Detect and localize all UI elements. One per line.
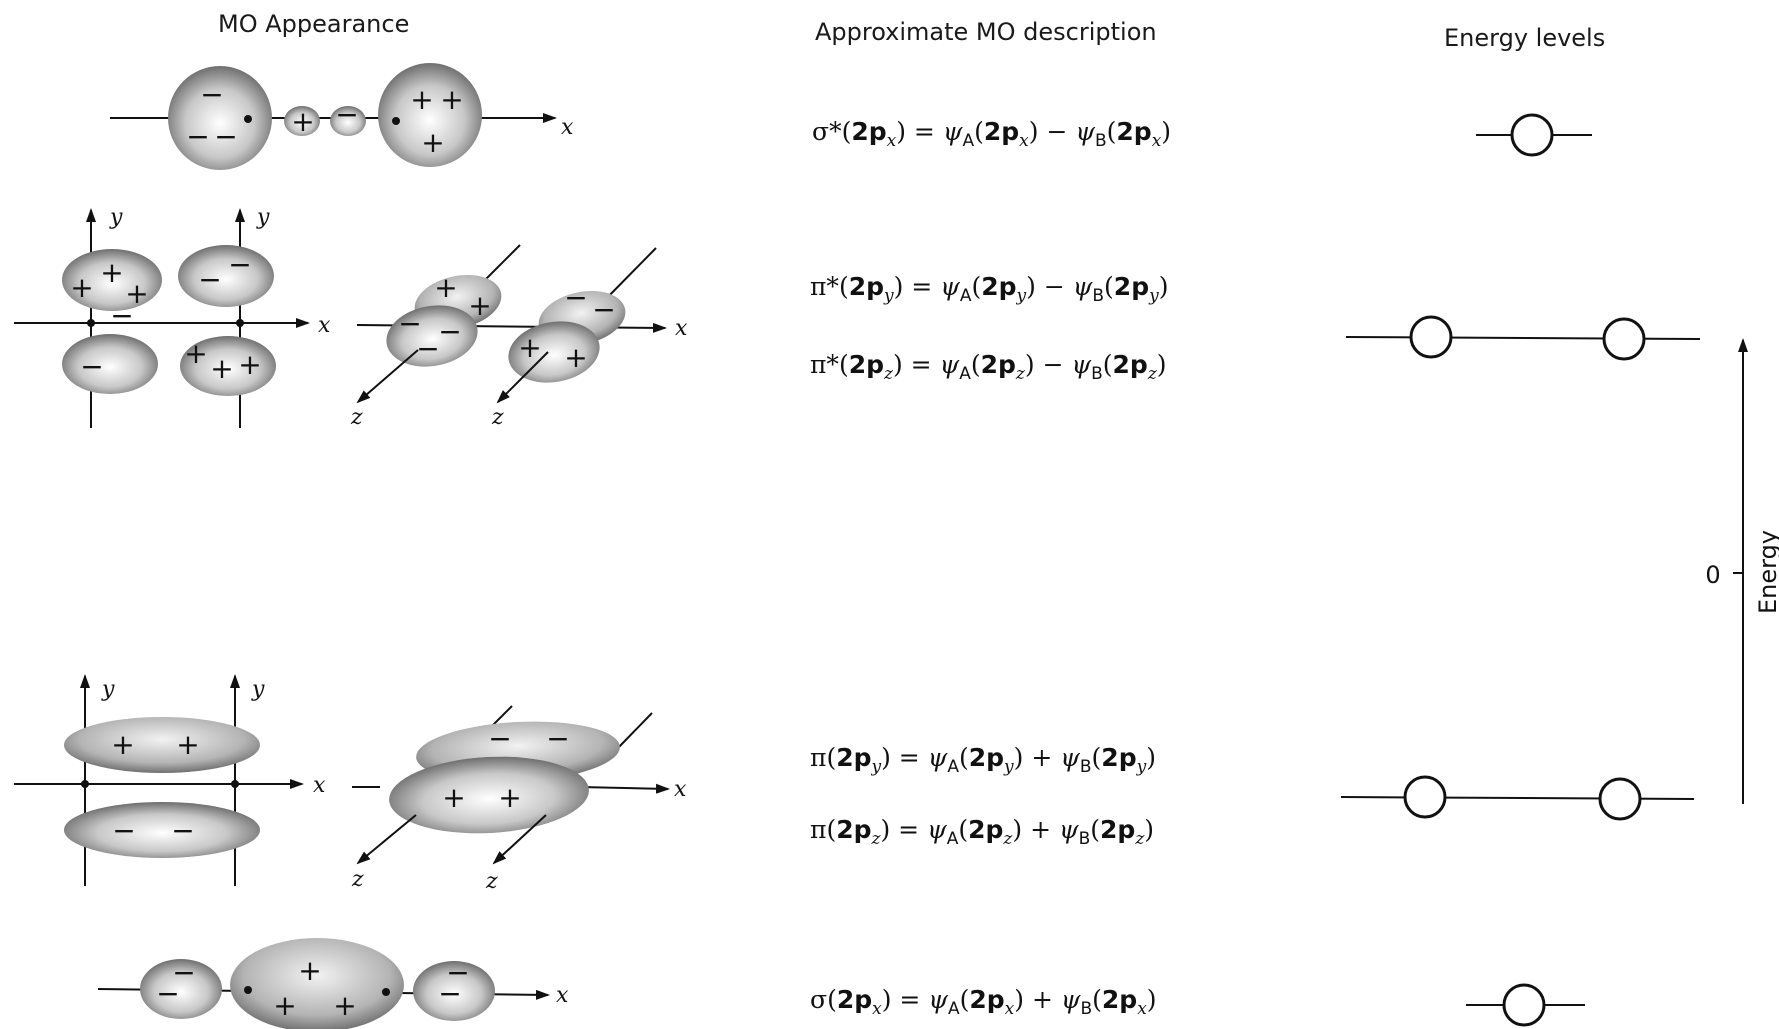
svg-text:+: + <box>333 989 356 1022</box>
svg-text:+: + <box>298 954 321 987</box>
svg-text:−: − <box>156 977 179 1010</box>
energy-level-sigma <box>1466 985 1585 1025</box>
svg-text:−: − <box>171 814 194 847</box>
svg-text:+: + <box>111 728 134 761</box>
svg-text:+: + <box>273 989 296 1022</box>
svg-text:+: + <box>410 83 433 116</box>
sigma-appearance: − − + + + − − x <box>98 938 569 1029</box>
svg-text:x: x <box>318 313 331 338</box>
svg-text:y: y <box>251 677 265 702</box>
eq-pi-star-y: π*(2py) = ψA(2py) − ψB(2py) <box>810 272 1168 306</box>
sigma-star-appearance: − − − + − + + + x <box>110 63 574 170</box>
svg-text:y: y <box>256 205 270 230</box>
eq-sigma-star: σ*(2px) = ψA(2px) − ψB(2px) <box>812 117 1171 151</box>
svg-text:+: + <box>434 271 457 304</box>
svg-text:+: + <box>440 83 463 116</box>
svg-text:−: − <box>438 315 461 348</box>
svg-text:+: + <box>291 105 314 138</box>
pi-y-appearance: + + − − y y x <box>14 676 326 886</box>
svg-text:x: x <box>556 983 569 1008</box>
svg-text:+: + <box>468 289 491 322</box>
energy-level-pi-star <box>1346 317 1700 359</box>
svg-text:+: + <box>238 348 261 381</box>
svg-text:+: + <box>184 337 207 370</box>
svg-text:−: − <box>80 350 103 383</box>
svg-text:−: − <box>488 722 511 755</box>
svg-text:+: + <box>442 781 465 814</box>
eq-pi-star-z: π*(2pz) = ψA(2pz) − ψB(2pz) <box>810 350 1167 384</box>
svg-text:z: z <box>491 405 504 430</box>
svg-text:x: x <box>675 316 688 341</box>
svg-text:−: − <box>186 120 209 153</box>
svg-text:y: y <box>109 205 123 230</box>
energy-axis: 0 Energy <box>1705 340 1779 804</box>
svg-text:−: − <box>564 281 587 314</box>
svg-text:z: z <box>350 405 363 430</box>
svg-text:−: − <box>214 120 237 153</box>
svg-text:+: + <box>518 331 541 364</box>
svg-text:−: − <box>200 78 223 111</box>
svg-text:+: + <box>498 781 521 814</box>
svg-text:−: − <box>592 293 615 326</box>
svg-text:+: + <box>100 256 123 289</box>
svg-text:+: + <box>421 126 444 159</box>
svg-text:−: − <box>198 263 221 296</box>
svg-text:−: − <box>335 98 358 131</box>
svg-text:−: − <box>228 248 251 281</box>
svg-text:−: − <box>546 722 569 755</box>
eq-sigma: σ(2px) = ψA(2px) + ψB(2px) <box>810 985 1157 1019</box>
svg-text:z: z <box>485 869 498 894</box>
svg-text:+: + <box>176 728 199 761</box>
energy-level-sigma-star <box>1476 115 1592 155</box>
svg-text:+: + <box>70 271 93 304</box>
energy-zero-label: 0 <box>1705 561 1720 589</box>
svg-text:z: z <box>351 867 364 892</box>
svg-text:−: − <box>416 332 439 365</box>
eq-pi-y: π(2py) = ψA(2py) + ψB(2py) <box>810 743 1156 777</box>
svg-text:−: − <box>438 977 461 1010</box>
svg-text:x: x <box>313 773 326 798</box>
pi-star-z-appearance: + + − − − − − + + z z x <box>350 245 688 430</box>
svg-text:+: + <box>210 352 233 385</box>
pi-star-y-appearance: + + + − − − − + + + y y x <box>14 205 331 428</box>
svg-text:−: − <box>110 299 133 332</box>
svg-text:x: x <box>561 115 574 140</box>
energy-level-pi <box>1341 777 1694 819</box>
eq-pi-z: π(2pz) = ψA(2pz) + ψB(2pz) <box>810 815 1154 849</box>
svg-text:y: y <box>101 677 115 702</box>
energy-axis-label: Energy <box>1754 530 1779 614</box>
svg-text:+: + <box>564 341 587 374</box>
svg-text:−: − <box>112 814 135 847</box>
svg-text:x: x <box>674 777 687 802</box>
pi-z-appearance: − − + + z z x <box>351 706 687 894</box>
